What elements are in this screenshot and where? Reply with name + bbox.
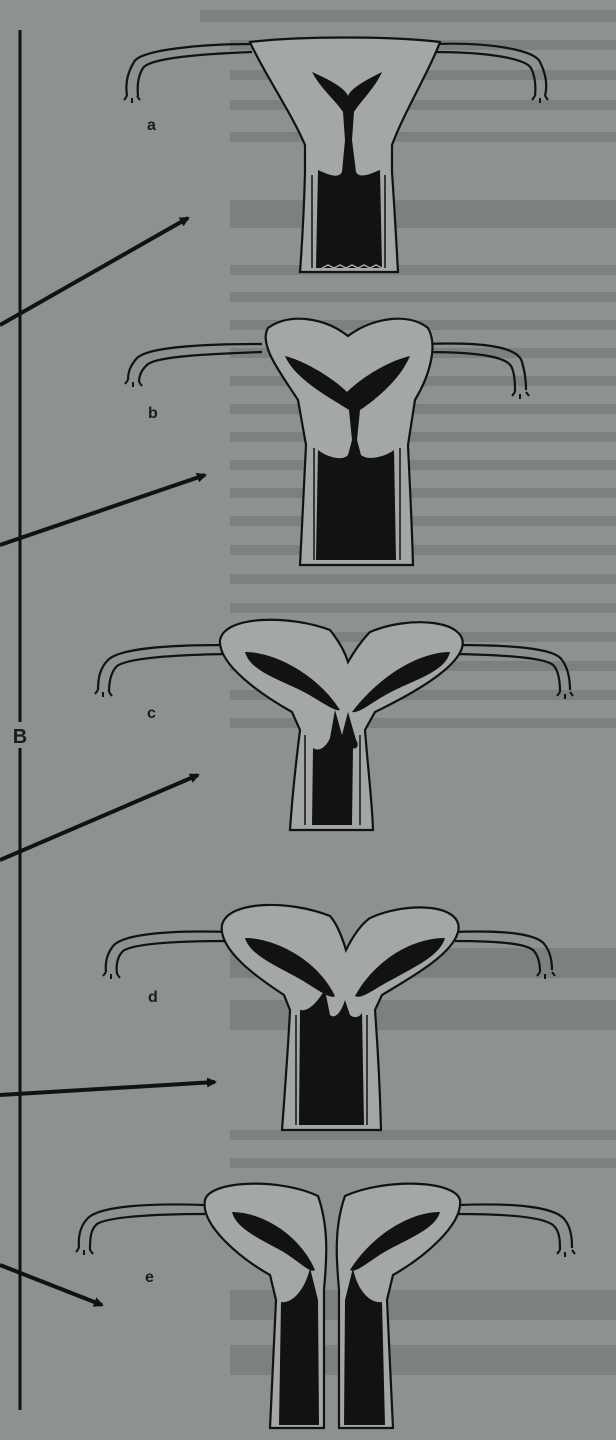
- figure-c-label: c: [147, 705, 156, 722]
- section-label: B: [13, 726, 27, 748]
- figure-b-label: b: [148, 405, 158, 422]
- figure-d-label: d: [148, 989, 158, 1006]
- figure-a-label: a: [147, 117, 156, 134]
- figure-e-label: e: [145, 1269, 154, 1286]
